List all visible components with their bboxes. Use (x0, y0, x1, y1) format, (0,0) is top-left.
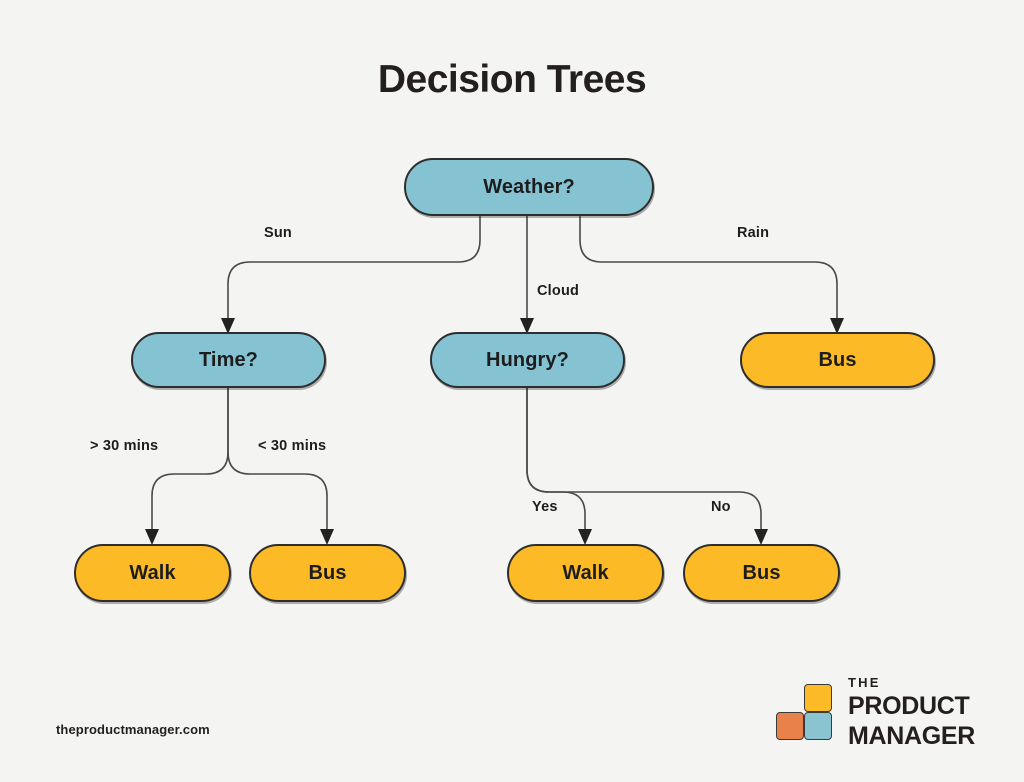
site-url[interactable]: theproductmanager.com (56, 722, 210, 737)
edge-hungry-bus (526, 388, 762, 533)
arrow-time-walk (145, 529, 159, 545)
node-bus-no-label: Bus (742, 561, 781, 584)
node-walk-long-label: Walk (129, 561, 176, 584)
edge-time-walk (151, 388, 229, 533)
logo-line-product: PRODUCT (848, 692, 970, 720)
arrow-hungry-bus (754, 529, 768, 545)
edge-label-gt-30-mins: > 30 mins (90, 438, 159, 454)
logo-block-yellow-icon (804, 684, 832, 712)
edge-label-lt-30-mins: < 30 mins (258, 438, 327, 454)
node-walk-yes[interactable]: Walk (507, 544, 664, 602)
edge-label-rain: Rain (737, 225, 770, 241)
node-walk-long[interactable]: Walk (74, 544, 231, 602)
edge-weather-time (227, 215, 481, 322)
node-hungry[interactable]: Hungry? (430, 332, 625, 388)
node-bus-short[interactable]: Bus (249, 544, 406, 602)
logo-line-manager: MANAGER (848, 722, 976, 750)
node-walk-yes-label: Walk (562, 561, 609, 584)
page-title: Decision Trees (377, 58, 647, 101)
logo-block-teal-icon (804, 712, 832, 740)
logo-line-the: THE (848, 675, 881, 690)
arrow-weather-bus (830, 318, 844, 334)
node-weather-label: Weather? (483, 175, 575, 198)
node-time-label: Time? (198, 348, 259, 371)
node-bus-no[interactable]: Bus (683, 544, 840, 602)
logo-wordmark: THE PRODUCT MANAGER (848, 676, 975, 749)
edge-label-sun: Sun (264, 225, 292, 241)
node-bus-rain-label: Bus (818, 348, 857, 371)
node-weather[interactable]: Weather? (404, 158, 654, 216)
edge-time-bus (227, 388, 328, 533)
node-bus-rain[interactable]: Bus (740, 332, 935, 388)
product-manager-logo: THE PRODUCT MANAGER (776, 672, 976, 749)
node-bus-short-label: Bus (308, 561, 347, 584)
node-hungry-label: Hungry? (486, 348, 569, 371)
arrow-weather-time (221, 318, 235, 334)
arrow-weather-hungry (520, 318, 534, 334)
edge-label-no: No (711, 499, 731, 515)
edge-label-cloud: Cloud (537, 283, 580, 299)
logo-block-orange-icon (776, 712, 804, 740)
arrow-hungry-walk (578, 529, 592, 545)
logo-blocks-icon (776, 682, 834, 740)
edge-label-yes: Yes (532, 499, 558, 515)
arrow-time-bus (320, 529, 334, 545)
edge-weather-bus (579, 215, 838, 322)
node-time[interactable]: Time? (131, 332, 326, 388)
